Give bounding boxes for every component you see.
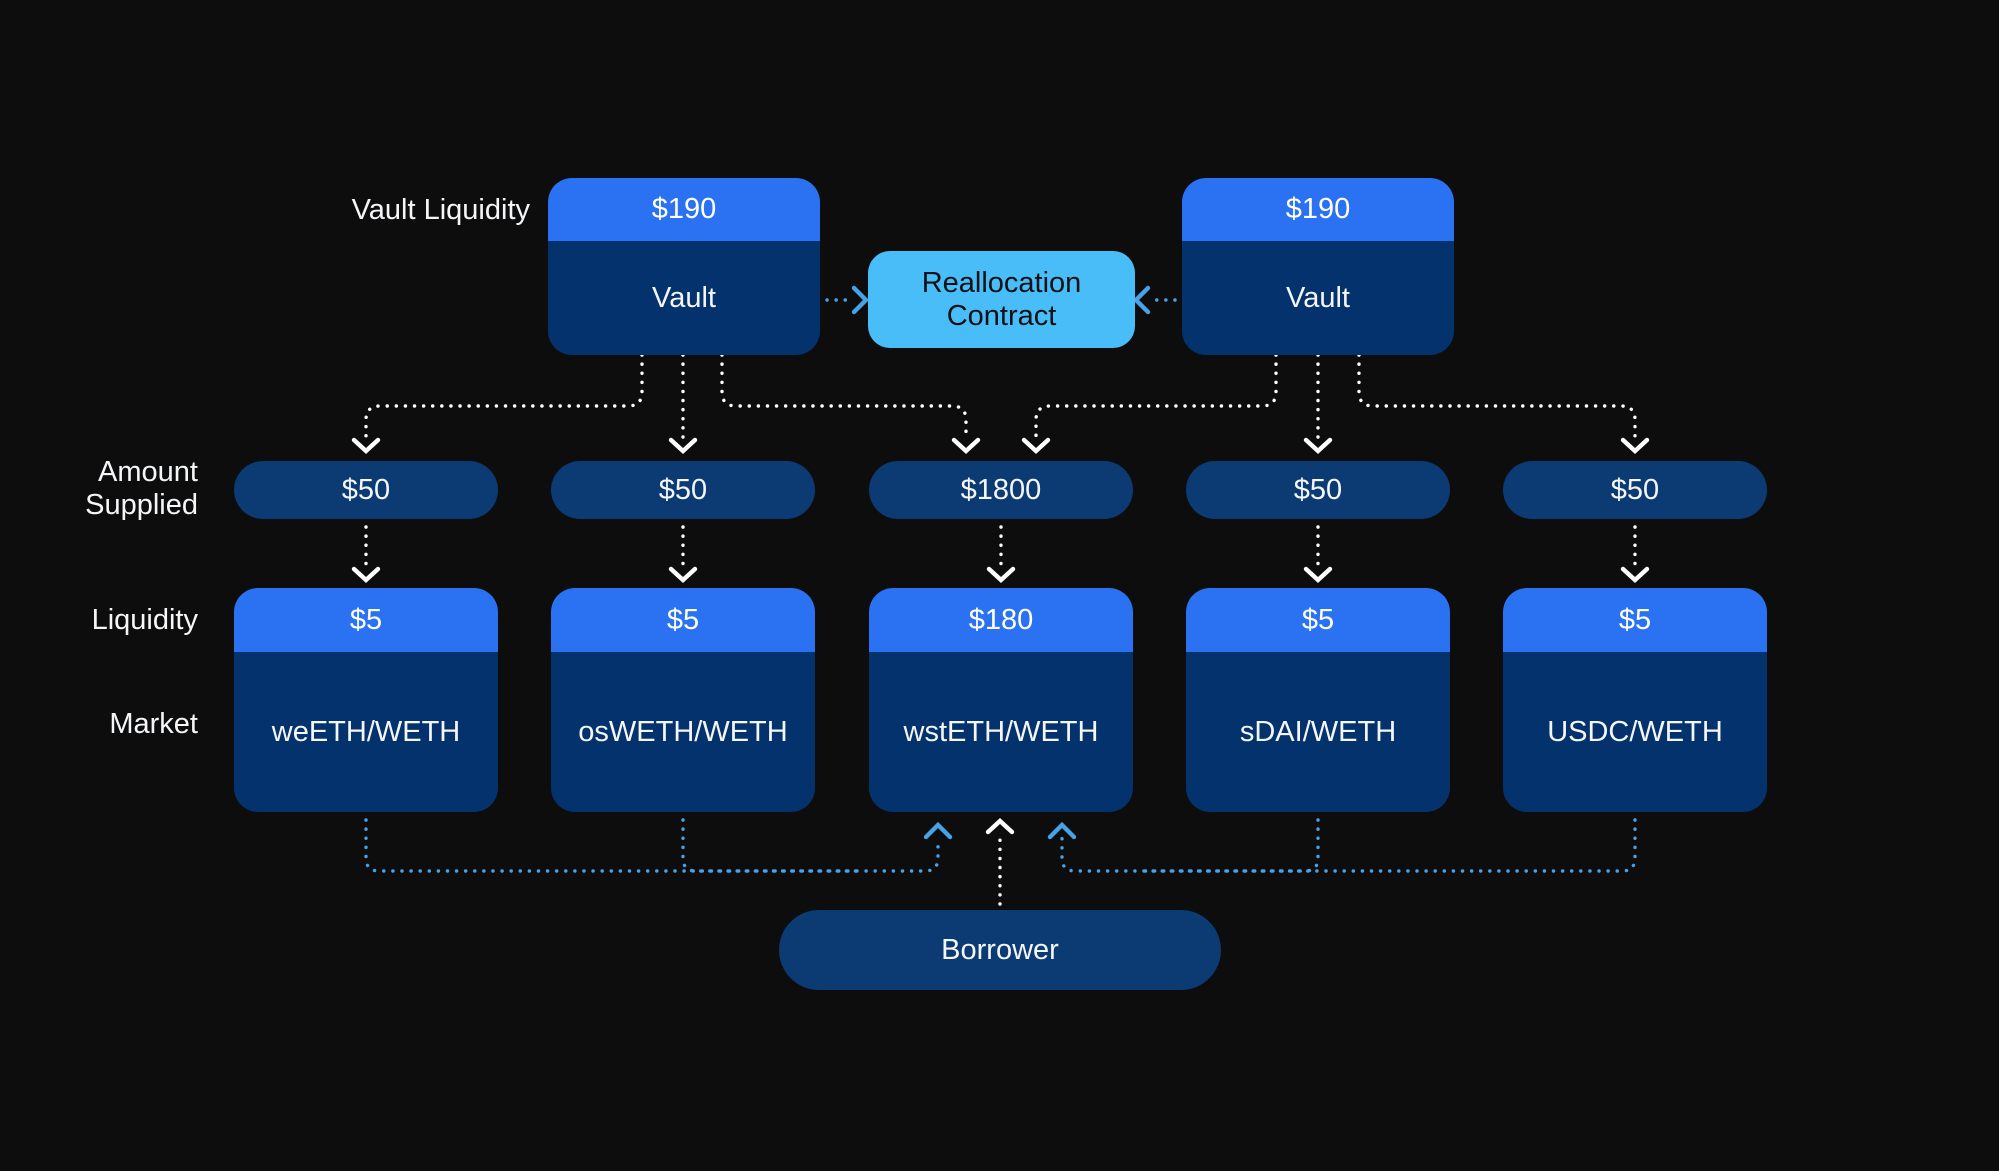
row-label-amount-supplied-line2: Supplied [85,489,198,521]
arrowhead-market2 [668,566,698,583]
vault-1-label: Vault [548,241,820,355]
arrow-vault2-to-amount3 [1034,353,1278,439]
arrow-vault2-to-amount5 [1357,353,1637,439]
row-label-vault-liquidity: Vault Liquidity [351,194,530,226]
arrowhead-market3-right-blue [1047,821,1077,840]
market-4-box: $5 sDAI/WETH [1186,588,1450,812]
market-1-box: $5 weETH/WETH [234,588,498,812]
arrowhead-amount2 [668,437,698,454]
arrowhead-vault1-to-reallocation [851,285,870,315]
arrow-vault1-to-amount3 [720,353,968,439]
vault-2-label: Vault [1182,241,1454,355]
market-1-name: weETH/WETH [234,652,498,812]
market-3-liquidity-value: $180 [869,588,1133,652]
reallocation-contract-line1: Reallocation [921,266,1082,299]
amount-supplied-4: $50 [1186,461,1450,519]
arrow-market4-to-market3 [1138,818,1320,873]
arrowhead-market5 [1620,566,1650,583]
market-3-name: wstETH/WETH [869,652,1133,812]
arrowhead-market1 [351,566,381,583]
arrowhead-amount4 [1303,437,1333,454]
market-5-liquidity-value: $5 [1503,588,1767,652]
amount-supplied-5: $50 [1503,461,1767,519]
market-1-liquidity-value: $5 [234,588,498,652]
market-2-name: osWETH/WETH [551,652,815,812]
market-5-name: USDC/WETH [1503,652,1767,812]
arrowhead-market3 [986,566,1016,583]
arrowhead-amount1 [351,437,381,454]
vault-1-box: $190 Vault [548,178,820,355]
vault-2-liquidity-value: $190 [1182,178,1454,241]
amount-supplied-3: $1800 [869,461,1133,519]
arrow-vault1-to-amount1 [364,353,644,439]
amount-supplied-1: $50 [234,461,498,519]
market-5-box: $5 USDC/WETH [1503,588,1767,812]
market-4-name: sDAI/WETH [1186,652,1450,812]
amount-supplied-2: $50 [551,461,815,519]
vault-1-liquidity-value: $190 [548,178,820,241]
market-2-liquidity-value: $5 [551,588,815,652]
reallocation-contract-box: Reallocation Contract [868,251,1135,348]
row-label-market: Market [109,708,198,740]
arrow-market1-to-market3 [364,818,940,873]
arrow-market5-to-market3 [1060,818,1637,873]
arrowhead-borrower-to-market3 [985,818,1015,835]
row-label-amount-supplied: Amount Supplied [0,456,198,522]
arrowhead-market4 [1303,566,1333,583]
row-label-amount-supplied-line1: Amount [98,456,198,488]
vault-2-box: $190 Vault [1182,178,1454,355]
arrowhead-amount3-left [951,437,981,454]
market-4-liquidity-value: $5 [1186,588,1450,652]
arrowhead-amount5 [1620,437,1650,454]
borrower-box: Borrower [779,910,1221,990]
arrowhead-amount3-right [1021,437,1051,454]
arrowhead-market3-left-blue [923,821,953,840]
row-label-liquidity: Liquidity [91,604,198,636]
arrowhead-vault2-to-reallocation [1132,285,1151,315]
reallocation-contract-line2: Contract [946,299,1057,332]
market-3-box: $180 wstETH/WETH [869,588,1133,812]
arrow-market2-to-market3 [681,818,862,873]
market-2-box: $5 osWETH/WETH [551,588,815,812]
